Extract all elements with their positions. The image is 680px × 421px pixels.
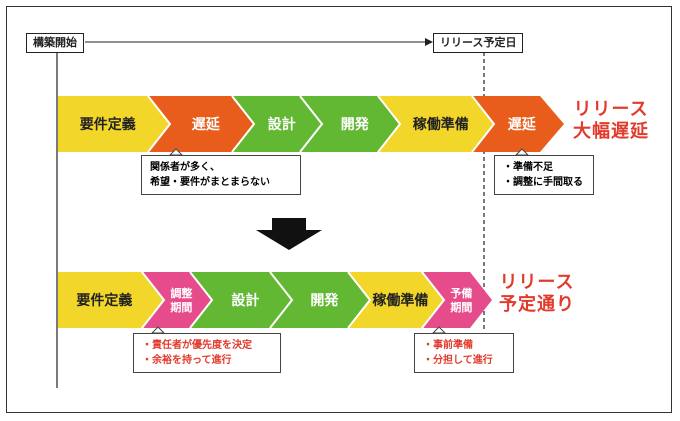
bottom-phase-2 xyxy=(190,272,292,328)
down-arrow-icon xyxy=(256,218,322,250)
bottom-phase-2-label: 設計 xyxy=(231,292,259,309)
top-note-delay-cause: 関係者が多く、 希望・要件がまとまらない xyxy=(141,155,301,195)
bottom-phase-1 xyxy=(142,272,212,328)
outer-frame xyxy=(6,6,672,413)
bottom-outcome-line-1: リリース xyxy=(499,272,575,293)
bottom-phase-0-label: 要件定義 xyxy=(76,292,132,309)
top-phase-0 xyxy=(58,96,172,152)
bottom-outcome-line-2: 予定通り xyxy=(499,294,575,315)
bottom-note-2-line-1: ・事前準備 xyxy=(423,340,473,351)
bottom-separator-5 xyxy=(421,271,446,329)
top-outcome-line-2: 大幅遅延 xyxy=(573,121,649,142)
bottom-separator-3 xyxy=(269,271,294,329)
top-note-2-line-1: ・準備不足 xyxy=(503,162,553,173)
top-note-1-line-2: 希望・要件がまとまらない xyxy=(150,177,270,188)
bottom-separator-1 xyxy=(141,271,166,329)
bottom-separator-4 xyxy=(347,271,372,329)
bottom-phase-5-label-1: 予備 xyxy=(450,286,472,300)
top-separator-2 xyxy=(231,95,256,153)
bottom-outcome: リリース 予定通り xyxy=(499,272,575,316)
top-phase-3-label: 開発 xyxy=(341,116,370,133)
bottom-phase-5 xyxy=(422,272,492,328)
start-label: 構築開始 xyxy=(26,33,84,53)
release-date-label: リリース予定日 xyxy=(433,33,524,53)
bottom-note-2-line-2: ・分担して進行 xyxy=(423,355,493,366)
bottom-phase-5-label-2: 期間 xyxy=(450,300,472,314)
top-phase-4-label: 稼働準備 xyxy=(413,116,469,133)
timeline-arrowhead xyxy=(425,38,433,46)
top-phase-5 xyxy=(472,96,564,152)
bottom-separator-2 xyxy=(189,271,214,329)
top-note-prep-issues: ・準備不足 ・調整に手間取る xyxy=(494,155,594,195)
bottom-phase-4-label: 稼働準備 xyxy=(372,292,428,309)
top-outcome: リリース 大幅遅延 xyxy=(573,99,649,143)
bottom-phase-3-label: 開発 xyxy=(310,292,339,309)
top-phase-1 xyxy=(148,96,256,152)
bottom-phase-3 xyxy=(270,272,370,328)
bottom-phase-4 xyxy=(348,272,444,328)
top-phase-0-label: 要件定義 xyxy=(80,116,136,133)
top-phase-2-label: 設計 xyxy=(268,116,296,133)
top-outcome-line-1: リリース xyxy=(573,99,649,120)
top-phase-3 xyxy=(300,96,402,152)
bottom-phase-1-label-1: 調整 xyxy=(170,286,192,300)
top-note-2-line-2: ・調整に手間取る xyxy=(503,177,583,188)
top-phase-2 xyxy=(232,96,324,152)
top-phase-1-label: 遅延 xyxy=(192,116,221,133)
top-separator-1 xyxy=(147,95,172,153)
bottom-phase-0 xyxy=(58,272,164,328)
bottom-note-priority: ・責任者が優先度を決定 ・余裕を持って進行 xyxy=(133,333,281,373)
top-phase-4 xyxy=(378,96,496,152)
top-phase-5-label: 遅延 xyxy=(508,116,537,133)
bottom-note-preparation: ・事前準備 ・分担して進行 xyxy=(414,333,514,373)
top-note-1-line-1: 関係者が多く、 xyxy=(150,162,220,173)
bottom-note-1-line-1: ・責任者が優先度を決定 xyxy=(142,340,252,351)
bottom-phase-1-label-2: 期間 xyxy=(170,300,192,314)
bottom-note-1-line-2: ・余裕を持って進行 xyxy=(142,355,232,366)
top-separator-4 xyxy=(377,95,402,153)
top-separator-3 xyxy=(299,95,324,153)
top-separator-5 xyxy=(471,95,496,153)
